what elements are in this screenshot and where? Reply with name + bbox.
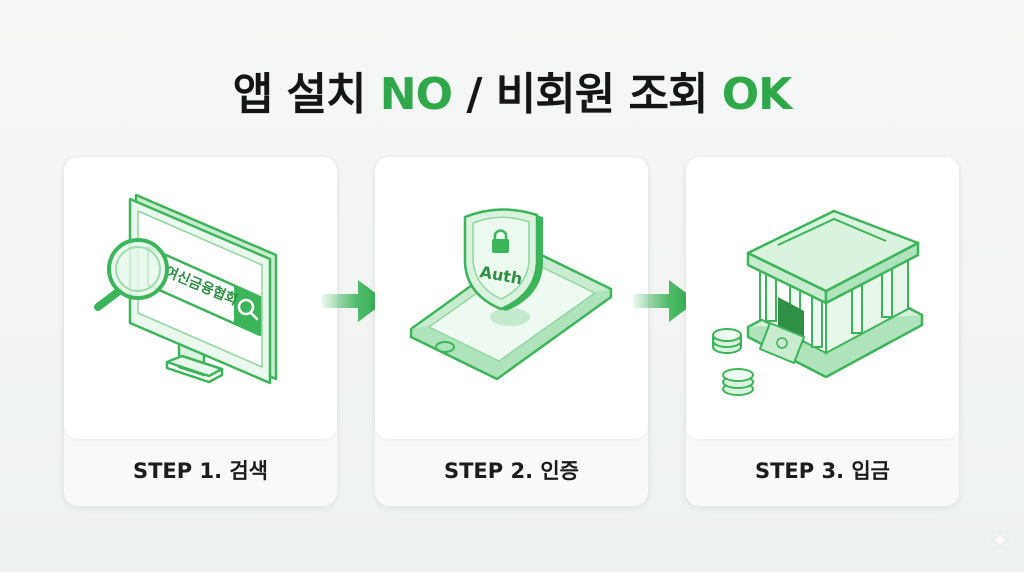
step-card-2: Auth STEP 2. 인증 <box>375 157 648 506</box>
title-part-1: 앱 설치 <box>232 69 380 120</box>
title-part-3: / 비회원 조회 <box>452 69 722 120</box>
title-no: NO <box>379 69 453 120</box>
step-3-illustration <box>686 157 959 439</box>
step-2-label: STEP 2. 인증 <box>443 459 580 483</box>
sparkle-icon <box>990 530 1010 550</box>
step-card-1: 여신금융협회 STEP 1. 검색 <box>64 157 337 506</box>
step-3-label: STEP 3. 입금 <box>754 459 891 483</box>
step-2-illustration: Auth <box>375 157 648 439</box>
title-ok: OK <box>721 69 792 120</box>
step-1-label: STEP 1. 검색 <box>132 459 269 483</box>
phone-shield-icon: Auth <box>409 208 613 381</box>
step-1-illustration: 여신금융협회 <box>64 157 337 439</box>
step-card-3: STEP 3. 입금 <box>686 157 959 506</box>
bank-money-icon <box>712 209 924 396</box>
computer-search-icon: 여신금융협회 <box>94 193 278 385</box>
page-title: 앱 설치 NO / 비회원 조회 OK <box>0 58 1024 122</box>
arrow-right-icon <box>322 280 386 322</box>
arrow-right-icon <box>633 280 697 322</box>
